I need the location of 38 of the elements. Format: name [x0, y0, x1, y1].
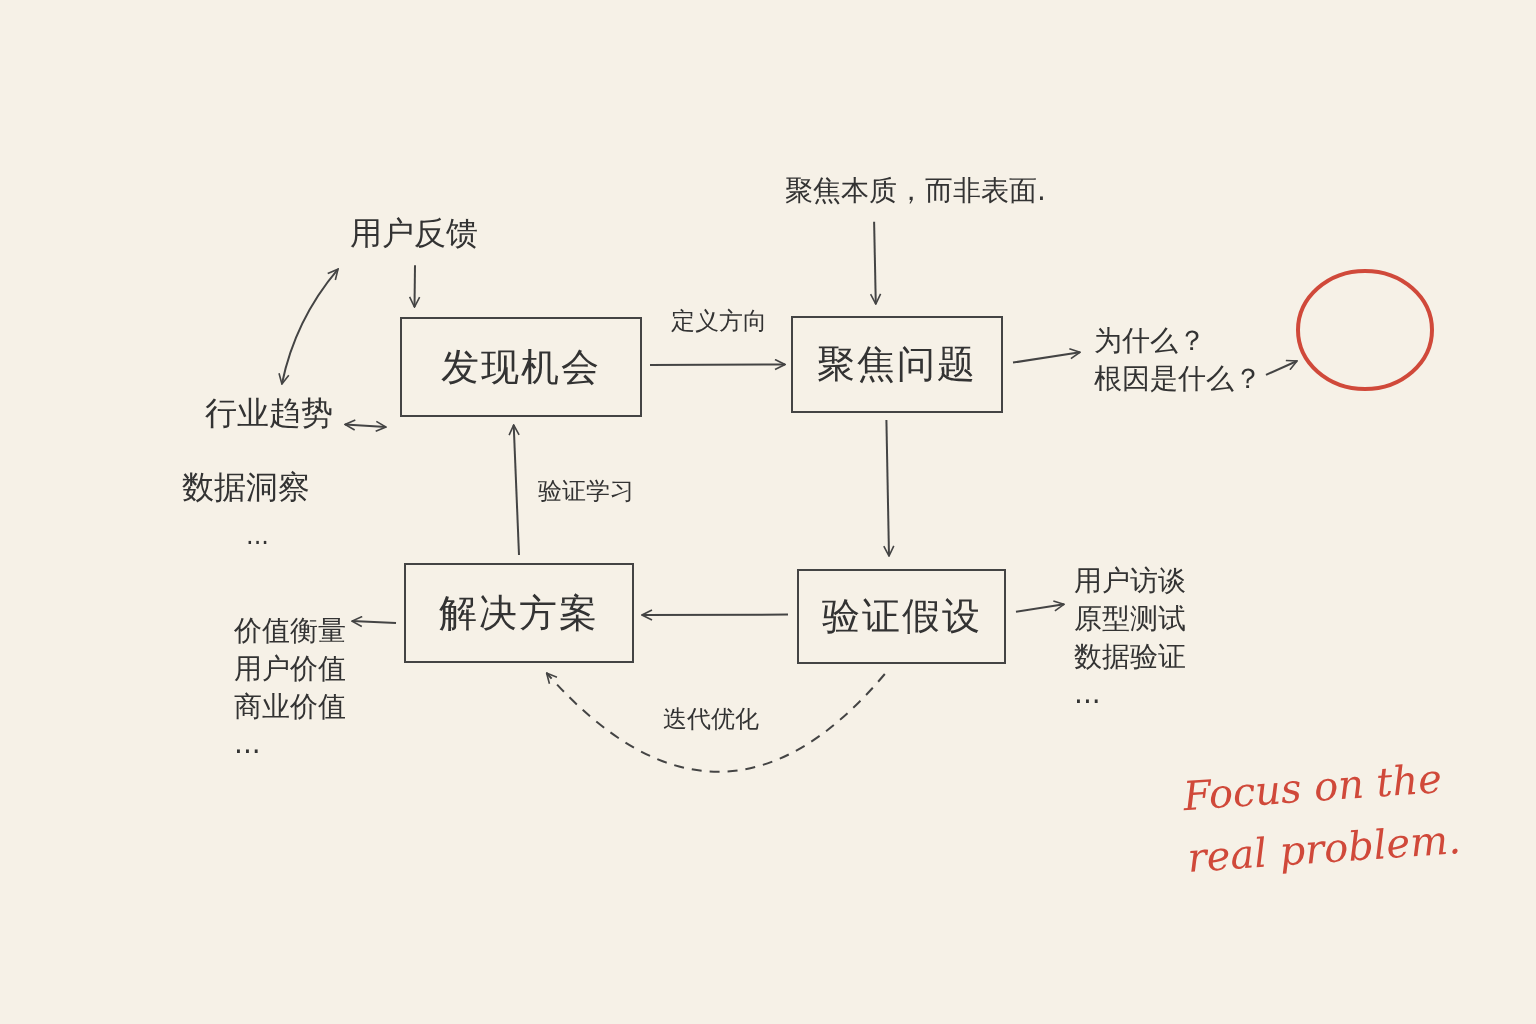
note-text: 原型测试	[1074, 600, 1186, 637]
note-text: 用户价值	[234, 650, 346, 687]
arrow	[869, 220, 882, 305]
arrow	[883, 419, 895, 557]
arrow	[344, 419, 387, 433]
note-text: 商业价值	[234, 688, 346, 725]
process-box	[400, 317, 642, 417]
handwritten-note: Focus on the real problem.	[1181, 754, 1464, 883]
arrow	[278, 268, 339, 385]
box-label: 发现机会	[441, 343, 601, 391]
note-text: ...	[1074, 676, 1101, 713]
circle	[1295, 268, 1435, 392]
arrow	[351, 615, 397, 628]
note-text: 聚焦本质，而非表面.	[785, 173, 1046, 209]
arrow	[1015, 600, 1065, 613]
arrow	[408, 264, 421, 308]
note-text: 行业趋势	[205, 393, 333, 434]
arrow	[508, 424, 520, 556]
note-text: 为什么？	[1094, 323, 1206, 359]
process-box	[791, 316, 1003, 413]
box-label: 验证假设	[821, 593, 982, 640]
arrow	[641, 609, 789, 621]
box-label: 聚焦问题	[817, 341, 977, 388]
note-text: 数据洞察	[182, 467, 310, 508]
arrow	[545, 672, 886, 773]
arrow	[1265, 359, 1298, 376]
note-text: 价值衡量	[234, 613, 346, 649]
arrow	[1012, 348, 1081, 364]
note-text: 数据验证	[1074, 638, 1186, 675]
ellipsis-text: ...	[246, 522, 269, 550]
process-box	[797, 569, 1006, 664]
note-text: 根因是什么？	[1094, 360, 1262, 397]
arrow	[649, 358, 786, 371]
note-text: 用户反馈	[350, 213, 478, 254]
note-text: 用户访谈	[1074, 563, 1186, 599]
note-text: ...	[234, 726, 261, 763]
box-label: 解决方案	[439, 589, 599, 637]
process-box	[404, 563, 634, 663]
